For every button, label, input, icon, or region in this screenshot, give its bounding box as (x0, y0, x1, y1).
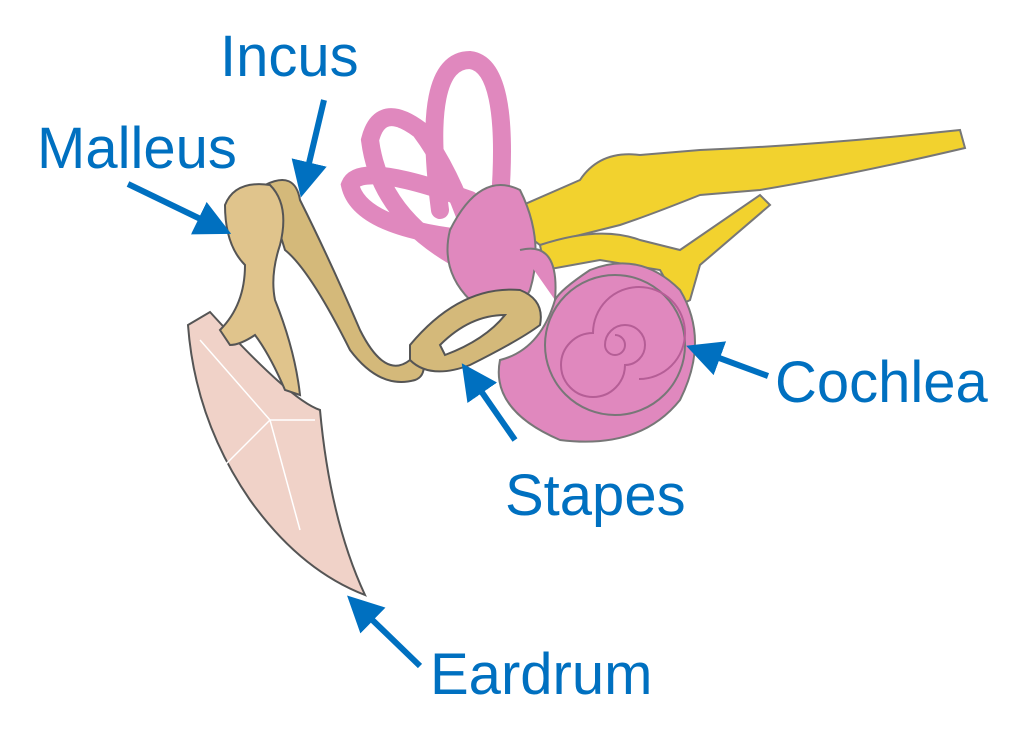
incus-arrow (291, 99, 327, 198)
vestibule (446, 184, 537, 314)
eardrum-arrow (347, 595, 423, 669)
stapes-arrow (461, 363, 518, 442)
label-eardrum: Eardrum (430, 642, 653, 707)
label-malleus: Malleus (37, 116, 237, 181)
label-cochlea: Cochlea (775, 350, 988, 415)
semicircular-canals (340, 50, 511, 274)
auditory-nerve (498, 128, 967, 307)
cochlea-arrow (686, 341, 770, 379)
malleus-arrow (126, 181, 232, 235)
label-stapes: Stapes (505, 463, 686, 528)
eardrum-lines (199, 339, 315, 531)
label-incus: Incus (220, 24, 359, 89)
label-arrows (126, 99, 770, 669)
ossicles (218, 179, 542, 397)
cochlea-shape (497, 247, 696, 443)
